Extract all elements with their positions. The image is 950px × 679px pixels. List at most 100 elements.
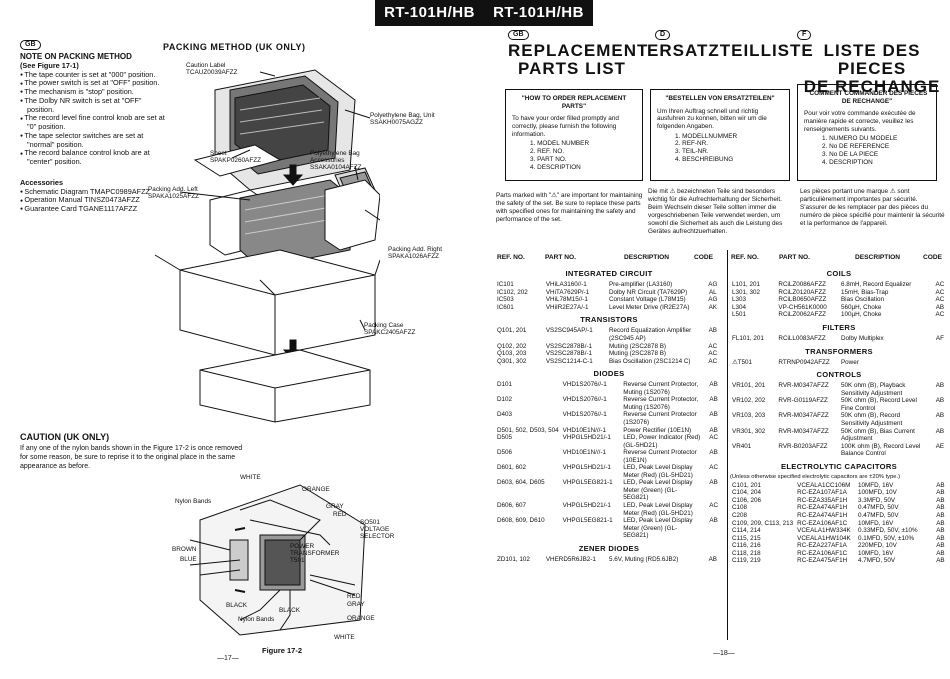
- code: AB: [936, 542, 945, 550]
- description: Muting (2SC2878 B): [608, 342, 666, 350]
- parts-right-subnote-4: (Unless otherwise specified electrolytic…: [730, 473, 901, 480]
- code: AB: [709, 411, 718, 419]
- wire-red-bottom: RED: [347, 593, 361, 600]
- description: Power: [840, 358, 859, 366]
- ref-no: L101, 201: [732, 281, 761, 289]
- code: AB: [708, 555, 717, 563]
- order-box-d: "BESTELLEN VON ERSATZTEILEN" Um Ihren Au…: [650, 89, 790, 181]
- ref-no: D101: [497, 381, 513, 389]
- description: LED, Peak Level Display Meter (Green) (G…: [623, 479, 693, 502]
- col-ref-left: REF. NO.: [497, 254, 525, 261]
- description: LED, Power Indicator (Red) (GL-5HD21): [623, 434, 701, 449]
- box_f-item-1: 2. No DE REFERENCE: [822, 143, 890, 151]
- code: AB: [709, 479, 718, 487]
- col-part-left: PART NO.: [545, 254, 577, 261]
- description: 4.7MFD, 50V: [858, 557, 896, 565]
- code: [932, 359, 948, 367]
- code: AC: [708, 350, 718, 358]
- code: AB: [936, 527, 945, 535]
- part-no: VS2SC2878B/-1: [545, 350, 593, 358]
- code: AB: [935, 397, 945, 405]
- ref-no: C118, 218: [732, 549, 761, 557]
- part-no: VHiL78M15//-1: [545, 296, 588, 304]
- parts-left-section-1: TRANSISTORS: [580, 315, 638, 325]
- ref-no: C208: [732, 511, 748, 519]
- description: Muting (2SC2878 B): [608, 350, 666, 358]
- description: Pre-amplifier (LA3160): [608, 281, 673, 289]
- part-no: RC-EZA474AF1H: [797, 511, 848, 519]
- part-no: VHD10E1N///-1: [562, 426, 607, 434]
- description: 6.8mH, Record Equalizer: [840, 281, 912, 289]
- ref-no: C115, 215: [732, 534, 761, 542]
- page-number-left: —17—: [217, 655, 239, 662]
- parts-left-section-3: ZENER DIODES: [578, 543, 640, 553]
- part-no: VHPGL5EG821-1: [562, 517, 613, 525]
- code: AC: [709, 434, 718, 442]
- part-no: RC-EZA475AF1H: [797, 557, 848, 565]
- code: AB: [709, 517, 718, 525]
- safety-note-f: Les pièces portant une marque ⚠ sont par…: [800, 188, 945, 227]
- code: AB: [936, 549, 945, 557]
- ref-no: FL101, 201: [732, 334, 764, 342]
- code: AB: [935, 303, 945, 311]
- wire-orange-top: ORANGE: [302, 486, 330, 493]
- parts-right-section-0: COILS: [826, 269, 852, 278]
- part-no: VP-CH561K0000: [778, 303, 827, 311]
- code: AC: [709, 464, 718, 472]
- code: AB: [709, 396, 718, 404]
- parts-left-section-0: INTEGRATED CIRCUIT: [565, 269, 653, 278]
- packing-notes: GB NOTE ON PACKING METHOD (See Figure 17…: [20, 40, 170, 214]
- code: AB: [935, 427, 945, 435]
- part-no: VS2SC945AP/-1: [545, 327, 593, 335]
- part-no: VHiTA7629P/-1: [545, 288, 590, 296]
- ref-no: VR401: [732, 442, 752, 450]
- part-no: RCiLB0650AFZZ: [778, 296, 827, 304]
- lang-badge-gb: GB: [20, 40, 41, 51]
- note-title: NOTE ON PACKING METHOD: [20, 52, 132, 62]
- box_d-item-1: 2. REF-NR.: [675, 140, 709, 148]
- code: AB: [709, 426, 718, 434]
- description: 50K ohm (B), Playback Sensitivity Adjust…: [840, 382, 906, 397]
- ref-no: L304: [732, 303, 747, 311]
- safety-note-d: Die mit ⚠ bezeichneten Teile sind besond…: [648, 188, 783, 235]
- col-desc-left: DESCRIPTION: [624, 254, 670, 261]
- ref-no: ZD101, 102: [497, 555, 530, 563]
- title-liste-pieces: LISTE DES PIECES DE RECHANGE: [803, 41, 941, 96]
- code: AC: [708, 357, 718, 365]
- wire-blue: BLUE: [180, 556, 197, 563]
- description: Bias Oscillation: [840, 296, 885, 304]
- nylon-bands-bottom: Nylon Bands: [238, 616, 275, 623]
- wire-white-bottom: WHITE: [334, 634, 355, 641]
- accessory-item-2: Guarantee Card TGANE1117AFZZ: [20, 204, 170, 214]
- description: LED, Peak Level Display Meter (Red) (GL-…: [623, 502, 693, 517]
- code: AB: [708, 327, 717, 335]
- part-no: VHPGL5EG821-1: [562, 479, 613, 487]
- description: Dolby NR Circuit (TA7629P): [608, 288, 688, 296]
- ref-no: IC601: [497, 303, 514, 311]
- note-bullet-0: The tape counter is set at "000" positio…: [20, 70, 170, 80]
- part-no: RCiLZ0120AFZZ: [778, 288, 827, 296]
- description: Bias Oscillation (2SC1214 C): [608, 357, 691, 365]
- ref-no: L301, 302: [732, 288, 761, 296]
